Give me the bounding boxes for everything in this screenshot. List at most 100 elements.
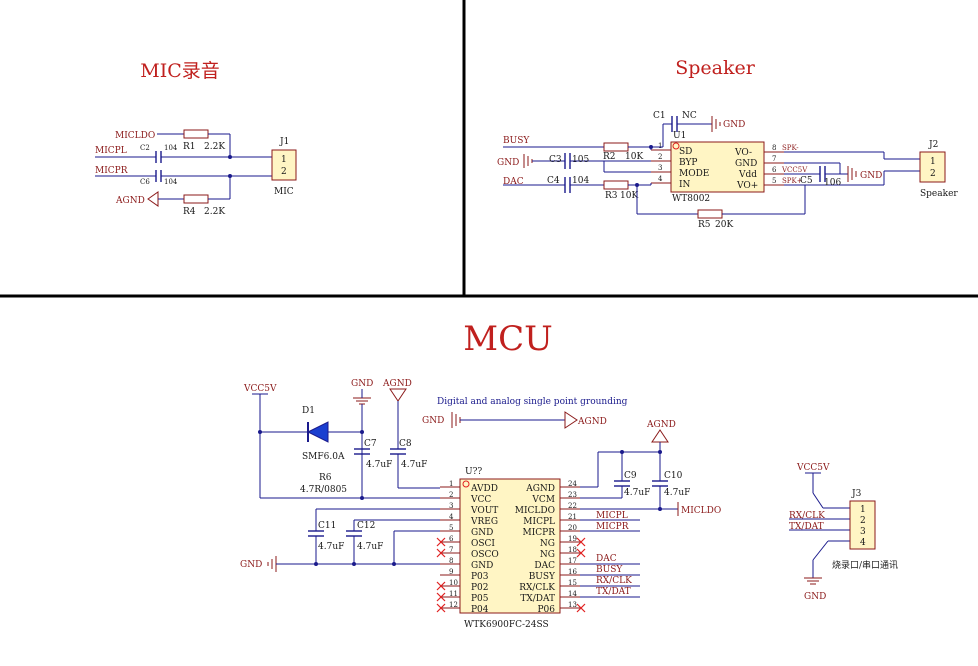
mcu-pin-num-left: 11 — [449, 590, 458, 598]
c11-ref: C11 — [318, 521, 336, 531]
mcu-pin-num-left: 8 — [449, 557, 453, 565]
r6-value: 4.7R/0805 — [300, 485, 347, 495]
u1-pin2-name: BYP — [679, 158, 697, 168]
u1-pin3-num: 3 — [658, 164, 662, 172]
r4-value: 2.2K — [204, 207, 225, 217]
j2-name: Speaker — [920, 189, 958, 199]
u1-pin8-num: 8 — [772, 144, 776, 152]
j1-pin2: 2 — [281, 167, 287, 177]
no-connect-mark — [436, 548, 446, 558]
net-label-gnd-top: GND — [351, 379, 373, 389]
c9-value: 4.7uF — [624, 488, 650, 498]
r4-ref: R4 — [183, 207, 196, 217]
j2-pin2: 2 — [930, 169, 936, 179]
mcu-net-tx: TX/DAT — [596, 587, 631, 597]
j3-ref: J3 — [851, 489, 862, 499]
j3-pin1: 1 — [860, 505, 866, 515]
j3-gnd-label: GND — [804, 592, 826, 602]
u1-pin1-name: SD — [679, 147, 692, 157]
mcu-pin-name-left: OSCI — [471, 539, 495, 549]
j3-tx-label: TX/DAT — [789, 522, 824, 532]
mcu-pin-num-right: 17 — [568, 557, 577, 565]
connector-j3 — [849, 500, 876, 550]
c10-ref: C10 — [664, 471, 683, 481]
j3-rx-label: RX/CLK — [789, 511, 825, 521]
c7-value: 4.7uF — [366, 460, 392, 470]
mcu-pin-num-left: 10 — [449, 579, 458, 587]
gnd-right-speaker: GND — [860, 171, 882, 181]
resistor-r1 — [183, 129, 209, 139]
j3-vcc-label: VCC5V — [796, 463, 830, 473]
mcu-pin-name-right: MICLDO — [515, 506, 555, 516]
r1-ref: R1 — [183, 142, 196, 152]
mcu-pin-name-right: NG — [540, 539, 555, 549]
mcu-pin-name-right: MICPL — [523, 517, 555, 527]
mcu-pin-name-right: AGND — [525, 484, 555, 494]
c5-ref: C5 — [800, 176, 813, 186]
mcu-net-busy: BUSY — [596, 565, 623, 575]
mcu-net-micpl: MICPL — [596, 511, 628, 521]
mcu-pin-num-right: 18 — [568, 546, 577, 554]
mcu-pin-num-left: 3 — [449, 502, 453, 510]
mcu-pin-num-left: 1 — [449, 480, 453, 488]
connector-j2 — [919, 151, 946, 183]
mcu-pin-num-right: 15 — [568, 579, 577, 587]
mcu-pin-name-right: TX/DAT — [520, 594, 555, 604]
mcu-pin-name-left: P04 — [471, 605, 489, 615]
j3-name: 烧录口/串口通讯 — [832, 559, 898, 571]
net-label-micldo: MICLDO — [115, 131, 155, 141]
mcu-net-dac: DAC — [596, 554, 617, 564]
j3-pin2: 2 — [860, 516, 866, 526]
wire-label-vcc5v: VCC5V — [781, 166, 808, 174]
mcu-pin-name-right: NG — [540, 550, 555, 560]
c8-value: 4.7uF — [401, 460, 427, 470]
c1-ref: C1 — [653, 111, 666, 121]
c12-ref: C12 — [357, 521, 375, 531]
net-label-agnd-top: AGND — [382, 379, 412, 389]
no-connect-mark — [576, 548, 586, 558]
mcu-pin-name-left: GND — [471, 528, 493, 538]
speaker-circuit: C1 NC GND U1 WT8002 1 2 3 4 SD BYP MODE … — [497, 111, 958, 230]
d1-ref: D1 — [302, 406, 315, 416]
resistor-r2 — [603, 142, 629, 152]
mcu-pin-name-left: VREG — [470, 517, 498, 527]
mcu-pin-num-right: 23 — [568, 491, 577, 499]
mcu-pin-name-right: MICPR — [523, 528, 556, 538]
mcu-pin-name-right: BUSY — [529, 572, 556, 582]
agnd-symbol — [147, 191, 159, 207]
agnd-top-symbol — [389, 388, 407, 402]
mcu-pin-num-left: 9 — [449, 568, 453, 576]
r6-ref: R6 — [319, 473, 332, 483]
mcu-pin-name-left: P05 — [471, 594, 489, 604]
j1-ref: J1 — [279, 137, 289, 147]
no-connect-mark — [576, 537, 586, 547]
c10-value: 4.7uF — [664, 488, 690, 498]
grounding-note: Digital and analog single point groundin… — [437, 397, 628, 407]
net-label-vcc5v-mcu: VCC5V — [243, 384, 277, 394]
u1-pin7-num: 7 — [772, 155, 776, 163]
r2-ref: R2 — [603, 152, 616, 162]
mcu-net-micpr: MICPR — [596, 522, 629, 532]
j1-name: MIC — [274, 187, 294, 197]
c12-value: 4.7uF — [357, 542, 383, 552]
mcu-section-title: MCU — [463, 319, 552, 359]
net-label-busy: BUSY — [503, 136, 530, 146]
c2-value: 104 — [164, 144, 178, 152]
mcu-pin-name-right: DAC — [534, 561, 555, 571]
mic-circuit: MICLDO R1 2.2K MICPL C2 104 MICPR C6 104… — [95, 129, 297, 217]
c1-value: NC — [682, 111, 697, 121]
mcu-circuit: VCC5V D1 SMF6.0A GND C7 4.7uF AGND C8 4 — [240, 379, 898, 630]
u1-pin4-name: IN — [679, 180, 691, 190]
j2-pin1: 1 — [930, 157, 936, 167]
mcu-pin-num-right: 21 — [568, 513, 577, 521]
net-label-gnd-left: GND — [240, 560, 262, 570]
c7-ref: C7 — [364, 439, 377, 449]
r3-ref: R3 — [605, 191, 618, 201]
u1-pin6-num: 6 — [772, 166, 777, 174]
mcu-pin-name-right: RX/CLK — [519, 583, 555, 593]
mcu-pin-name-left: P03 — [471, 572, 489, 582]
chip-u1-wt8002 — [670, 141, 765, 193]
c6-value: 104 — [164, 178, 178, 186]
mcu-pin-name-left: P02 — [471, 583, 489, 593]
net-label-agnd-mic: AGND — [115, 196, 145, 206]
